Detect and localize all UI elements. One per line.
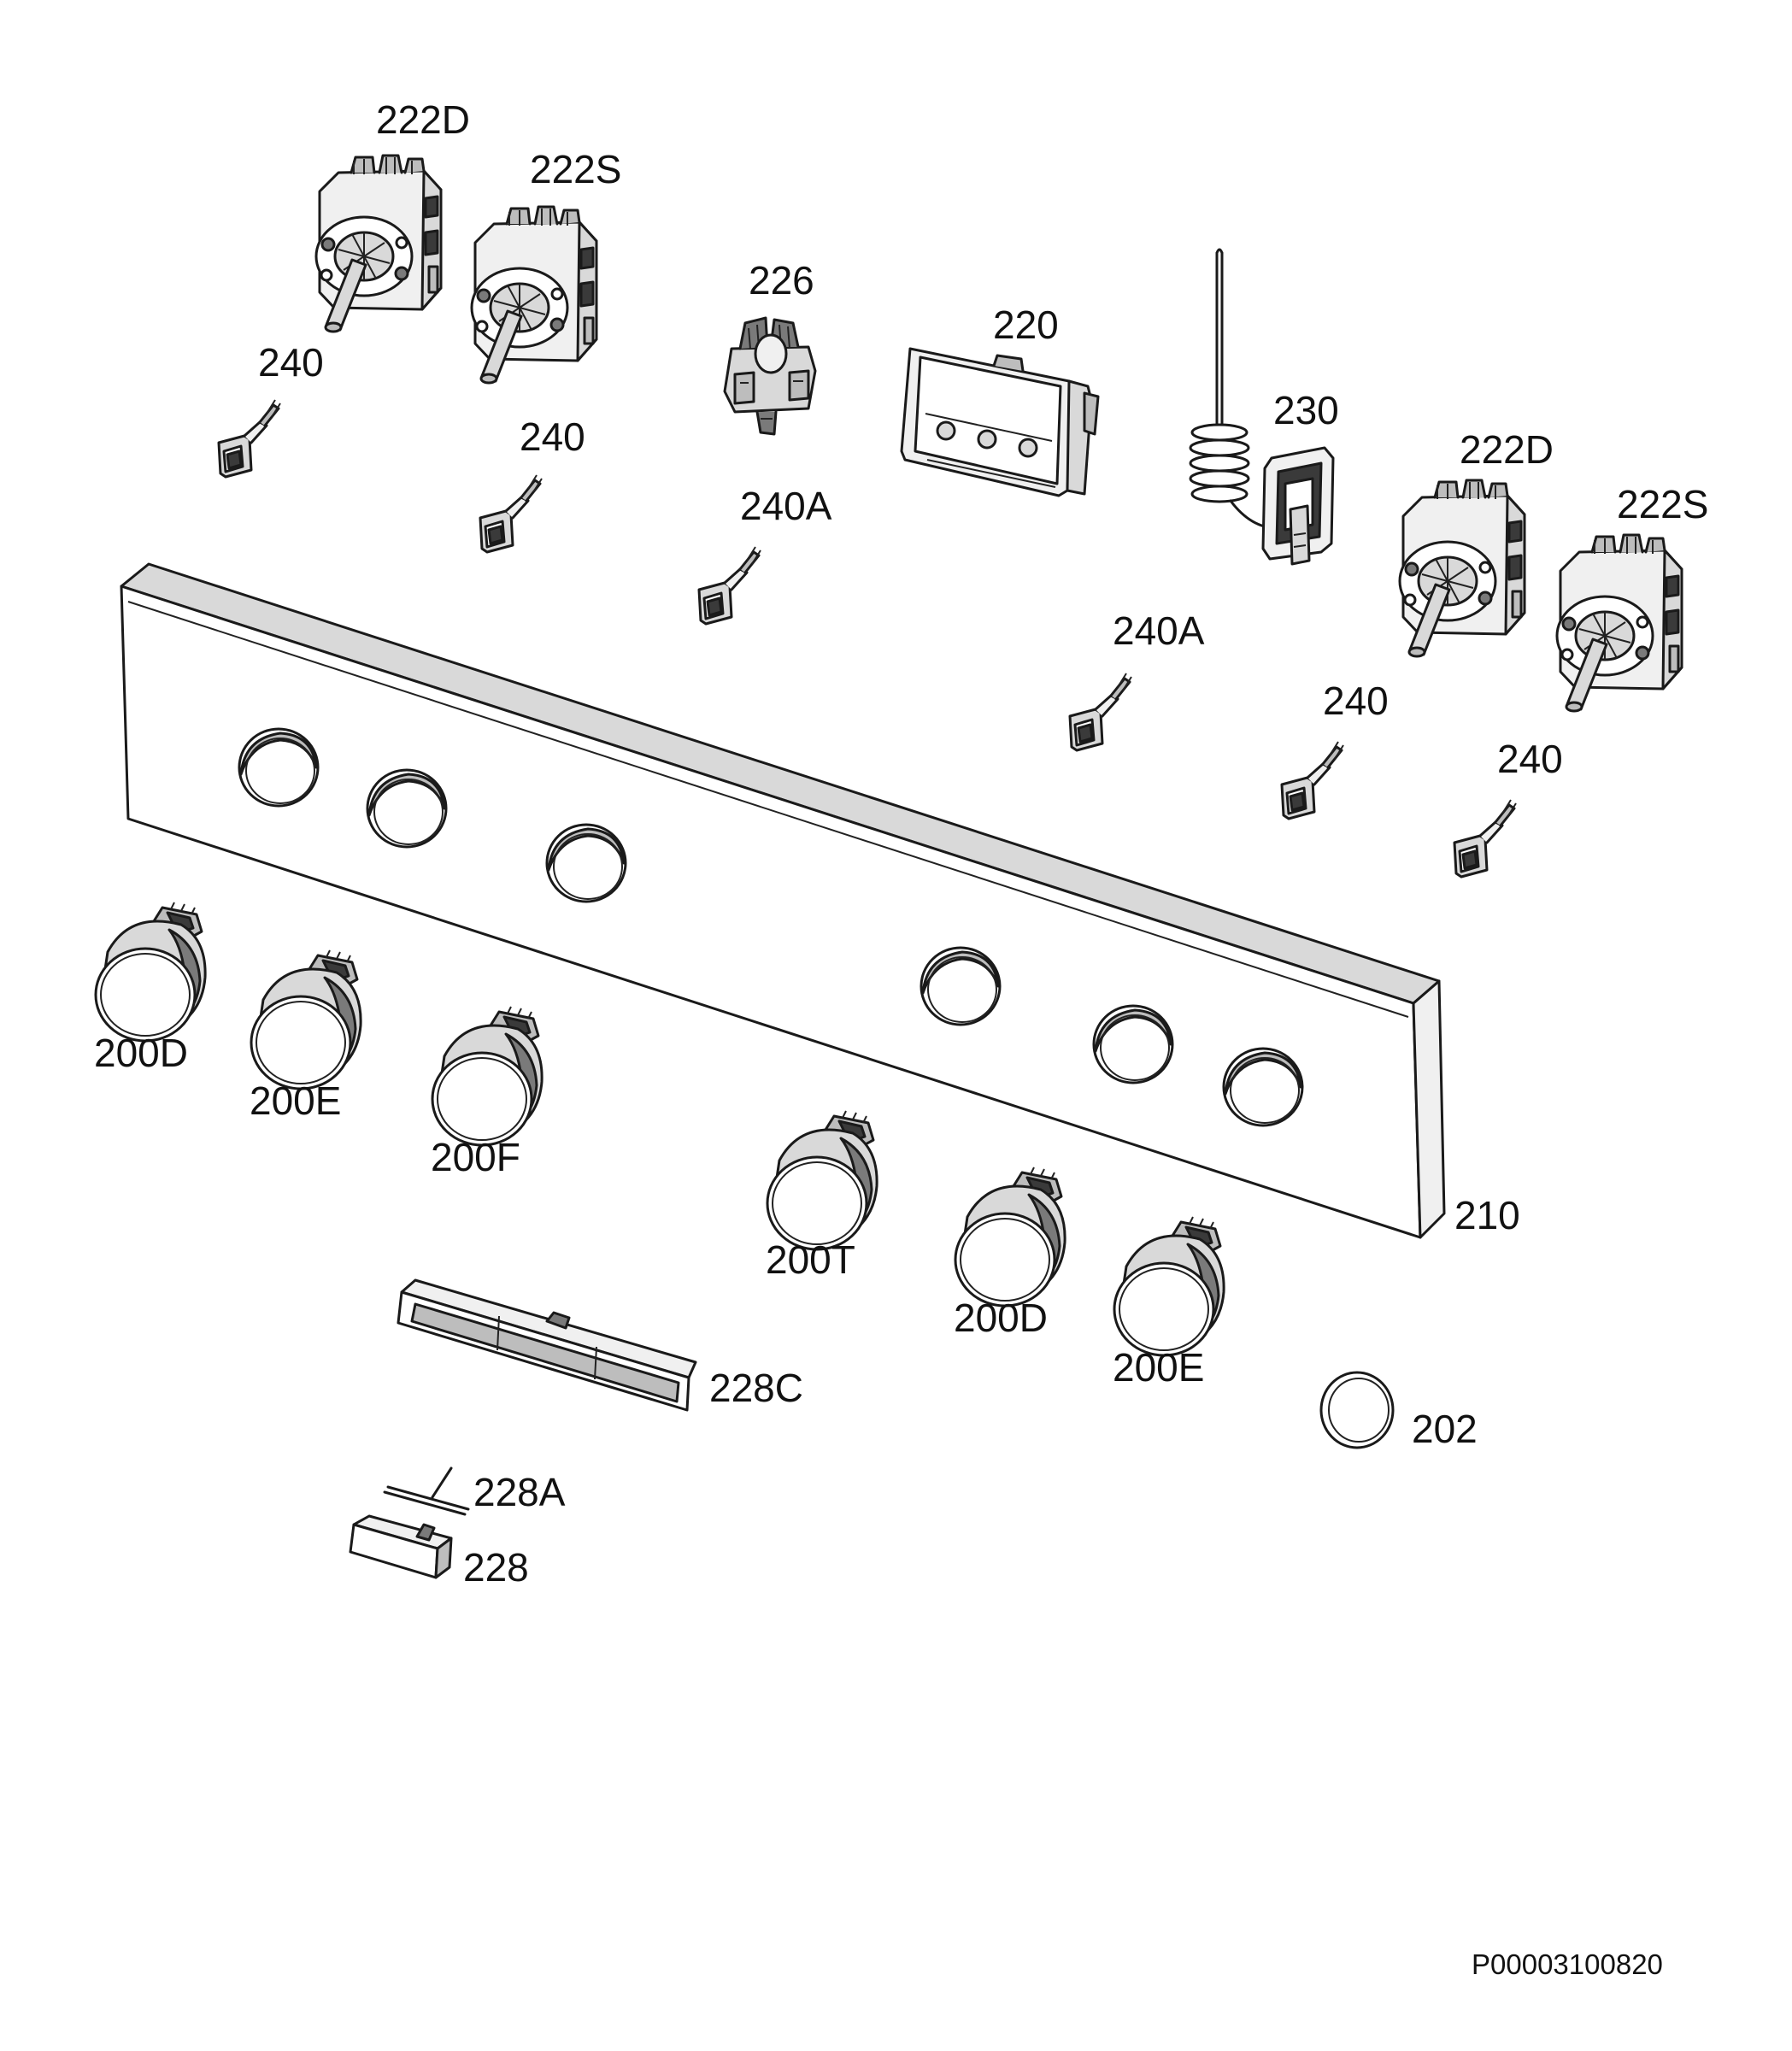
control-knob-200E-left (250, 949, 362, 1090)
label-240-d: 240 (1497, 737, 1563, 781)
control-knob-200D-left (94, 901, 207, 1043)
panel-hole-6 (1222, 1047, 1304, 1127)
indicator-lamp-240-d (1453, 798, 1518, 879)
regulator-switch-222S-left (470, 205, 598, 385)
label-200F: 200F (431, 1135, 520, 1179)
label-200D-right: 200D (954, 1296, 1048, 1340)
label-240A-b: 240A (1113, 608, 1205, 653)
label-240-b: 240 (520, 414, 585, 459)
label-228A: 228A (473, 1470, 566, 1514)
label-222S-right: 222S (1617, 482, 1708, 526)
label-200D-left: 200D (94, 1031, 188, 1075)
control-knob-200F (431, 1005, 543, 1147)
lamp-housing-220 (900, 347, 1100, 497)
control-panel-210 (120, 562, 1446, 1239)
label-202: 202 (1412, 1407, 1478, 1451)
label-200T: 200T (766, 1237, 855, 1282)
label-200E-left: 200E (250, 1078, 341, 1123)
selector-switch-226 (723, 316, 817, 436)
label-210: 210 (1454, 1193, 1520, 1237)
regulator-switch-222D-left (314, 154, 443, 333)
label-228C: 228C (709, 1366, 803, 1410)
knob-ring-202 (1319, 1371, 1395, 1449)
indicator-lamp-240-a (217, 398, 282, 479)
label-200E-right: 200E (1113, 1345, 1204, 1390)
indicator-lamp-240-c (1280, 740, 1345, 820)
indicator-lamp-240A-b (1068, 672, 1133, 752)
switch-bar-228C (397, 1278, 697, 1412)
label-240A-a: 240A (740, 484, 832, 528)
thermostat-230 (1189, 248, 1335, 566)
label-222D-left: 222D (376, 97, 470, 142)
panel-hole-2 (366, 768, 448, 849)
label-230: 230 (1273, 388, 1339, 432)
label-240-a: 240 (258, 340, 324, 385)
label-240-c: 240 (1323, 679, 1389, 723)
document-code: P00003100820 (1472, 1948, 1663, 1980)
label-220: 220 (993, 303, 1059, 347)
block-228 (349, 1514, 453, 1579)
control-knob-200E-right (1113, 1215, 1225, 1357)
control-knob-200D-right (954, 1166, 1066, 1308)
panel-hole-4 (920, 946, 1002, 1026)
panel-hole-1 (238, 727, 320, 808)
indicator-lamp-240A-a (697, 545, 762, 626)
rod-228A (383, 1466, 470, 1516)
control-knob-200T (766, 1109, 878, 1251)
panel-hole-5 (1092, 1004, 1174, 1084)
label-222S-left: 222S (530, 147, 621, 191)
panel-hole-3 (545, 823, 627, 903)
label-228: 228 (463, 1545, 529, 1590)
indicator-lamp-240-b (479, 473, 543, 554)
label-226: 226 (749, 258, 814, 303)
label-222D-right: 222D (1460, 427, 1554, 472)
regulator-switch-222S-right (1555, 533, 1683, 713)
regulator-switch-222D-right (1398, 479, 1526, 658)
